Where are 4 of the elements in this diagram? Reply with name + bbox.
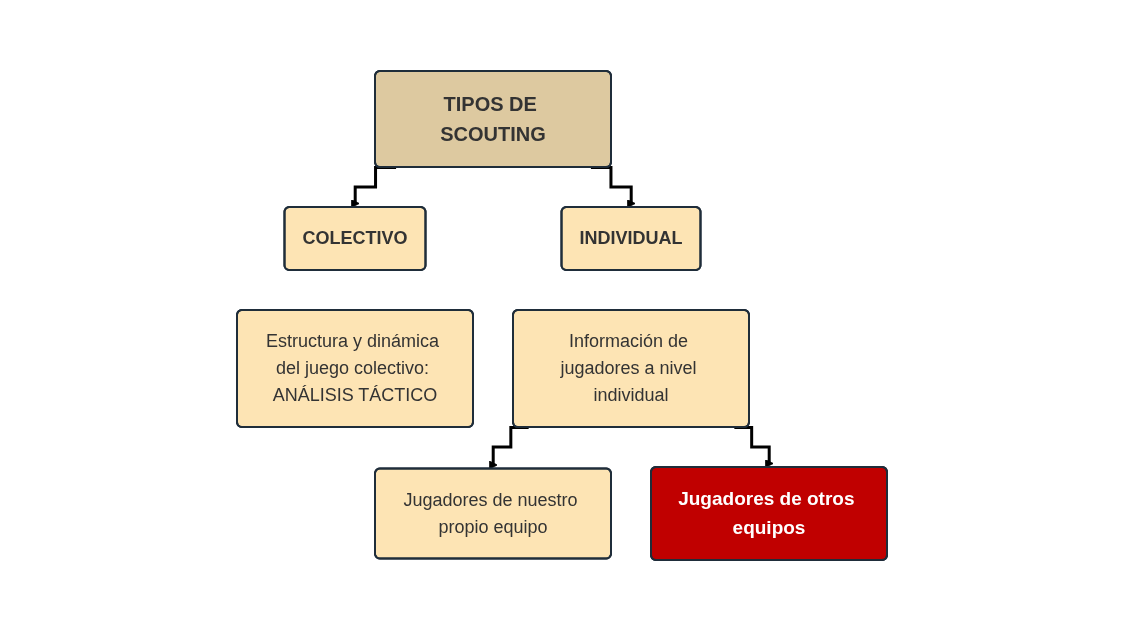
arrow — [734, 425, 774, 468]
arrow — [590, 165, 636, 208]
arrow — [489, 425, 529, 469]
arrow — [351, 165, 397, 208]
